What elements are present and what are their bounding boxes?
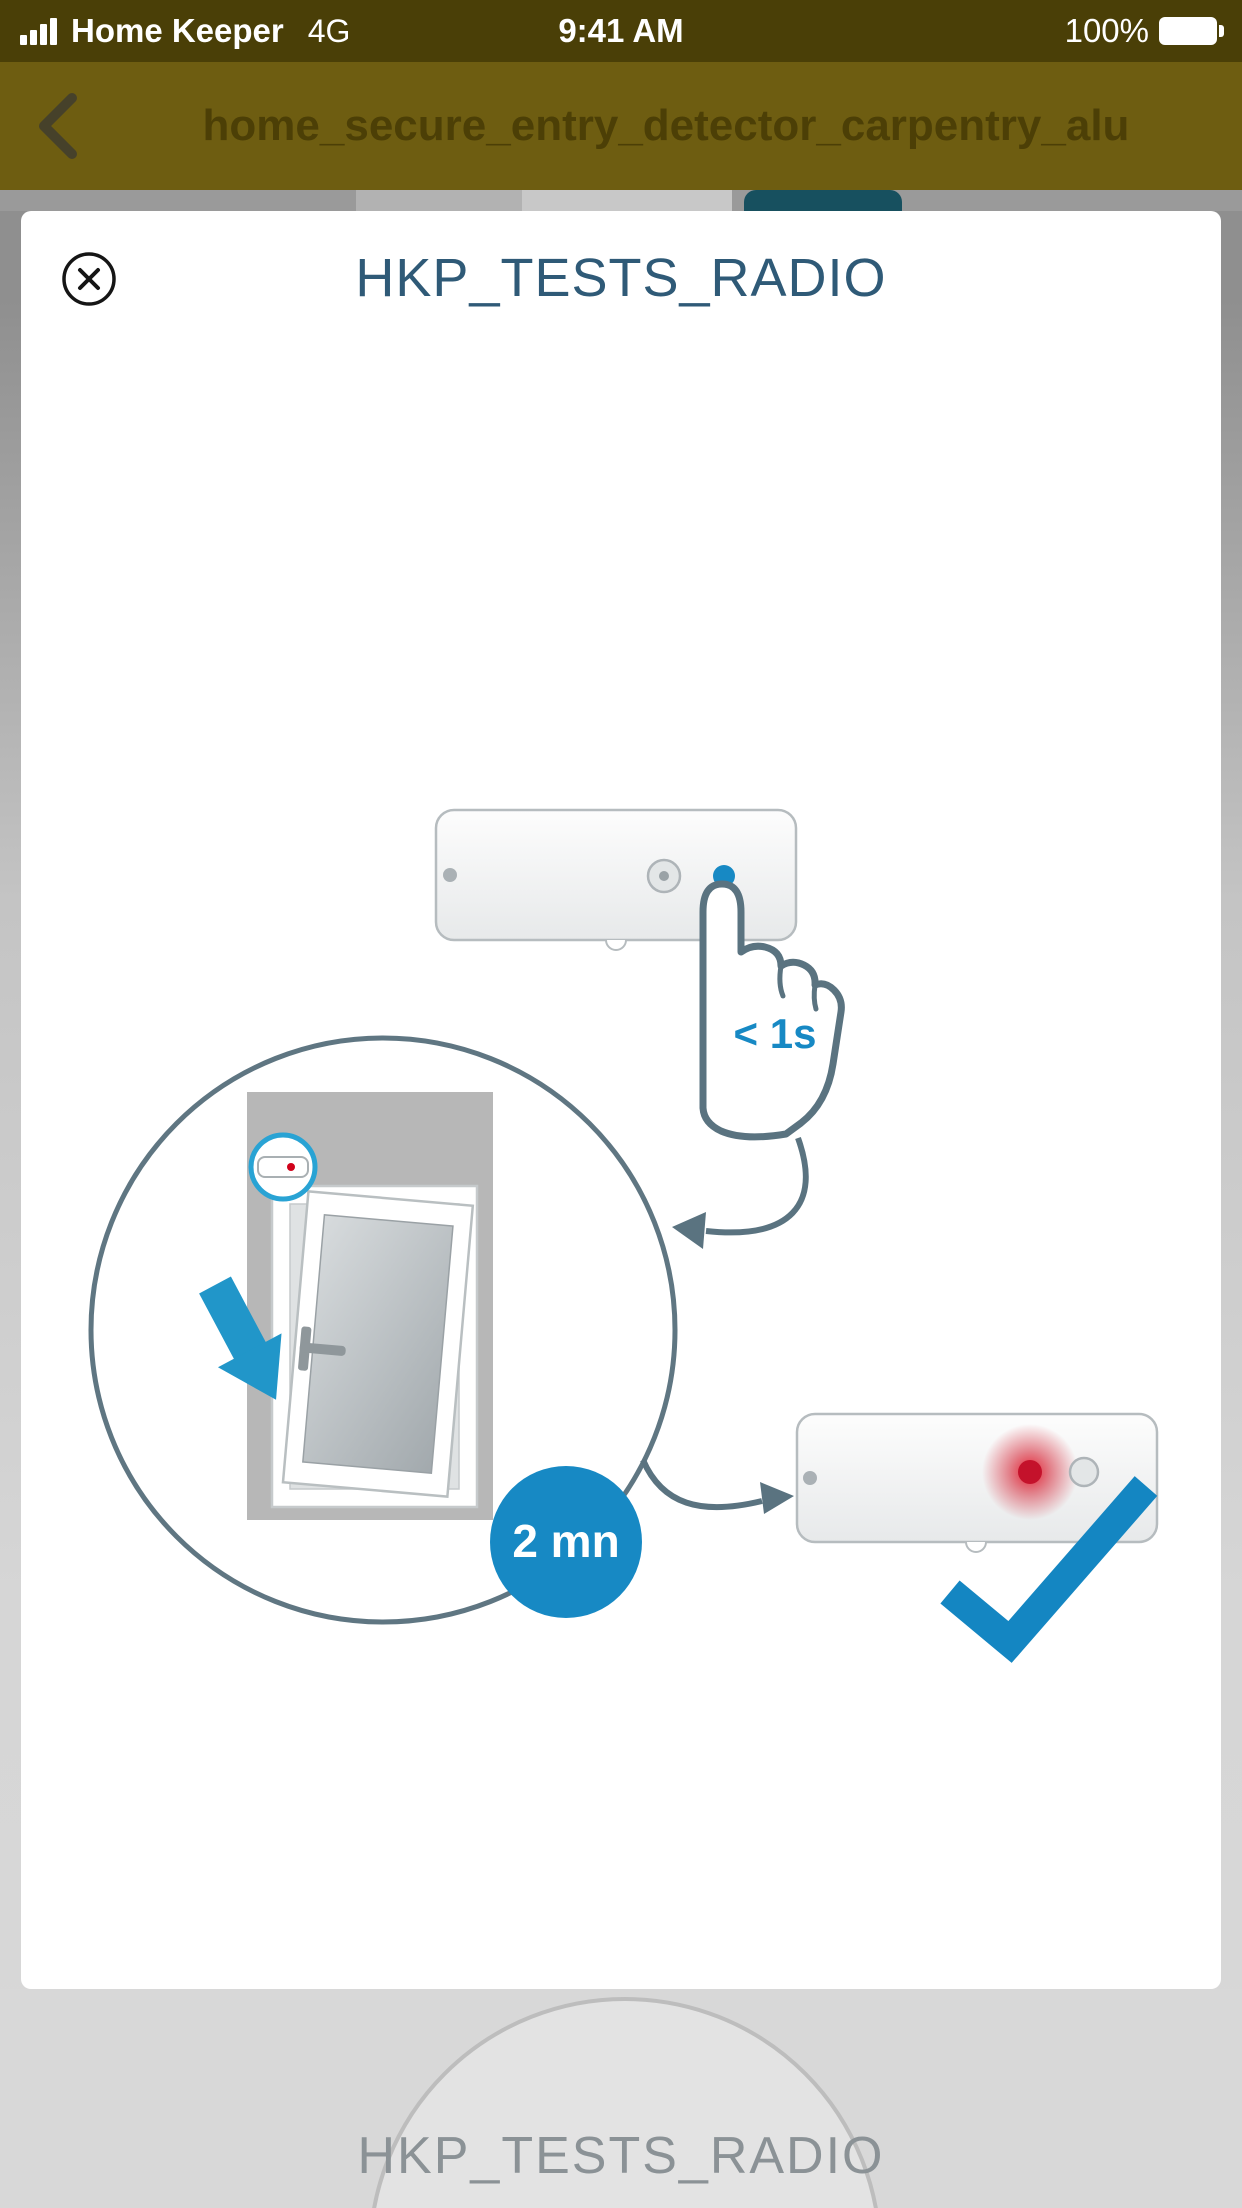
press-duration-label: < 1s xyxy=(733,1010,817,1057)
nav-title: home_secure_entry_detector_carpentry_alu xyxy=(202,101,1130,150)
status-bar: Home Keeper 4G 9:41 AM 100% xyxy=(0,0,1242,62)
dimmed-shape xyxy=(744,190,902,211)
network-type-label: 4G xyxy=(307,12,351,49)
instruction-modal xyxy=(21,211,1221,1989)
battery-percent-label: 100% xyxy=(1064,12,1149,49)
dimmed-shape xyxy=(522,190,732,211)
status-bar-right: 100% xyxy=(1065,0,1224,62)
dimmed-page-top xyxy=(0,190,1242,211)
dimmed-page-bottom: HKP_TESTS_RADIO xyxy=(0,1989,1242,2208)
close-icon[interactable] xyxy=(61,251,117,307)
wait-duration-label: 2 mn xyxy=(512,1515,620,1567)
back-chevron-icon[interactable] xyxy=(30,92,90,160)
signal-strength-icon xyxy=(20,17,57,45)
status-bar-left: Home Keeper 4G xyxy=(20,0,350,62)
dimmed-shape xyxy=(356,190,522,211)
clock-label: 9:41 AM xyxy=(558,12,684,49)
carrier-label: Home Keeper xyxy=(71,12,284,49)
nav-bar: home_secure_entry_detector_carpentry_alu xyxy=(0,62,1242,190)
battery-icon xyxy=(1159,17,1224,45)
modal-title: HKP_TESTS_RADIO xyxy=(355,248,887,308)
background-page-title: HKP_TESTS_RADIO xyxy=(357,2127,885,2185)
